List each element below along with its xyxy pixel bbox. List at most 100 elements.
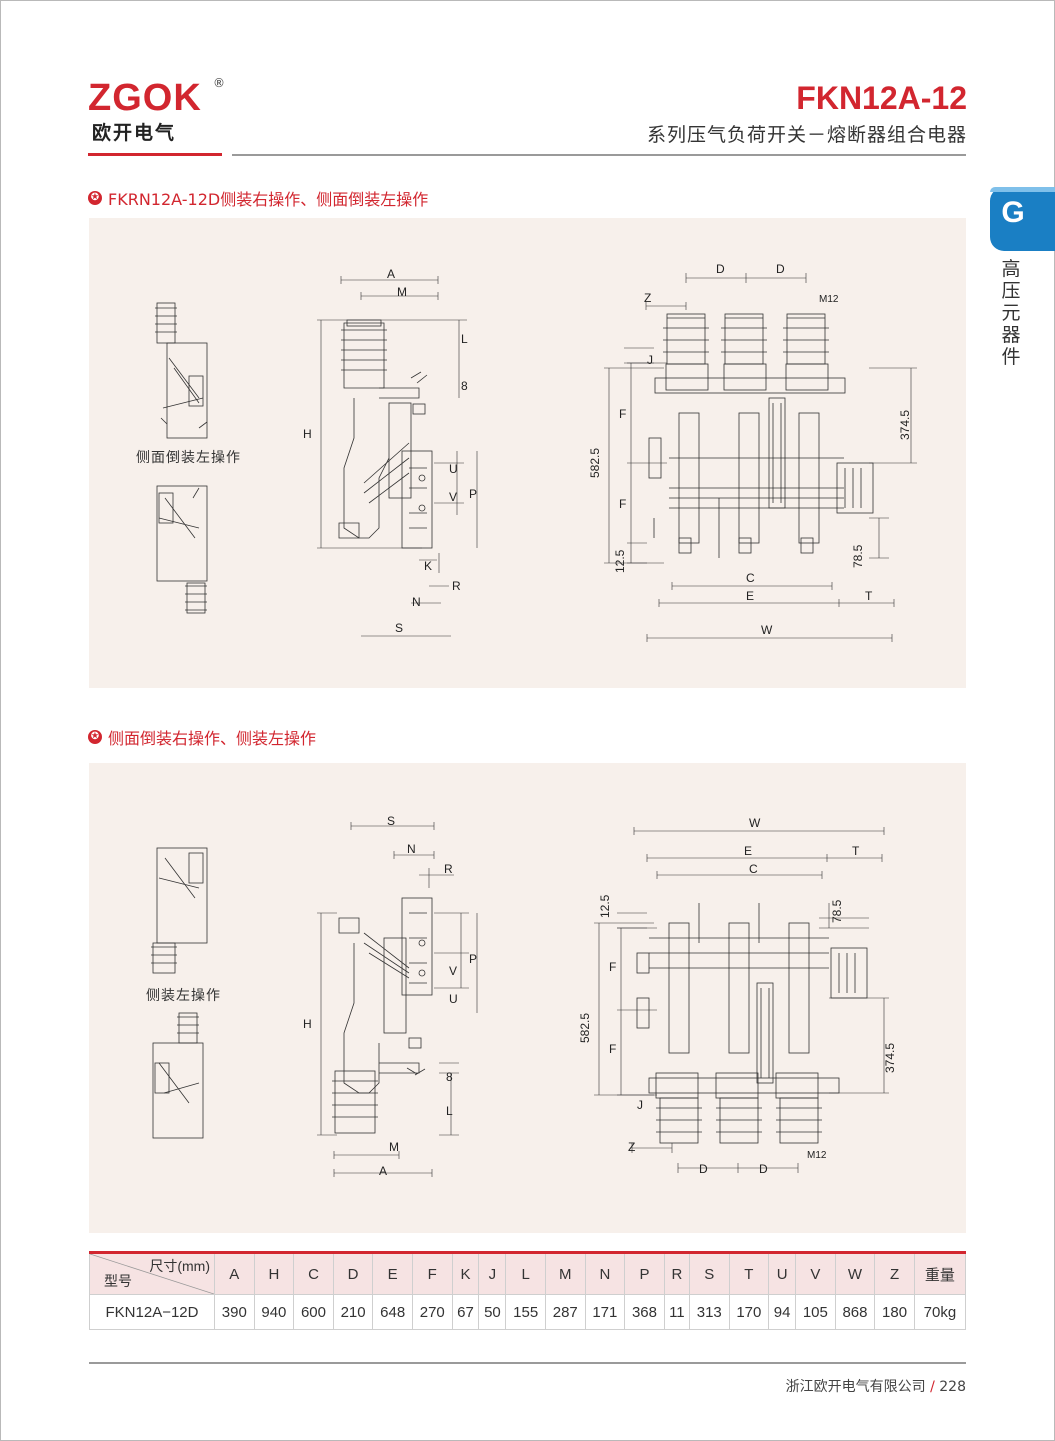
dim-label-12-5: 12.5 bbox=[598, 894, 612, 918]
iso-view-side-left bbox=[151, 847, 208, 974]
table-cell: 155 bbox=[505, 1294, 546, 1330]
technical-drawing-2: S N R V U P H 8 L M A bbox=[151, 814, 897, 1178]
unit-label: 尺寸(mm) bbox=[149, 1258, 210, 1274]
dim-label-C: C bbox=[749, 862, 758, 876]
col-header: 重量 bbox=[913, 1253, 967, 1295]
insulator-right bbox=[783, 313, 829, 391]
header-rule bbox=[232, 154, 966, 156]
table-cell: 313 bbox=[688, 1294, 730, 1330]
table-cell: 390 bbox=[214, 1294, 255, 1330]
dim-label-A: A bbox=[387, 267, 395, 281]
section1-title: ✪ FKRN12A-12D侧装右操作、侧面倒装左操作 bbox=[88, 186, 428, 210]
brand-logo: ZGOK ® 欧开电气 bbox=[88, 76, 238, 158]
col-header: C bbox=[293, 1253, 334, 1295]
dim-label-Z: Z bbox=[644, 291, 651, 305]
dim-label-D-1: D bbox=[699, 1162, 708, 1176]
front-view-2 bbox=[636, 903, 868, 1144]
dim-label-E: E bbox=[744, 844, 752, 858]
table-cell: 170 bbox=[728, 1294, 770, 1330]
page-number: 228 bbox=[939, 1379, 966, 1395]
dim-label-8: 8 bbox=[446, 1070, 453, 1084]
side-view-2 bbox=[332, 897, 433, 1134]
table-top-rule bbox=[89, 1251, 966, 1254]
table-cell: 94 bbox=[768, 1294, 797, 1330]
dim-label-F-1: F bbox=[609, 960, 616, 974]
dim-label-V: V bbox=[449, 964, 457, 978]
drawing-panel-1: A M L 8 H U V P K R N S bbox=[89, 218, 966, 688]
dim-label-374-5: 374.5 bbox=[898, 410, 912, 440]
table-cell: 180 bbox=[874, 1294, 915, 1330]
dim-label-L: L bbox=[446, 1104, 453, 1118]
dim-label-N: N bbox=[407, 842, 416, 856]
table-cell: 940 bbox=[253, 1294, 295, 1330]
chapter-label: 高压元器件 bbox=[1001, 258, 1021, 368]
dim-label-D-2: D bbox=[759, 1162, 768, 1176]
col-header: F bbox=[411, 1253, 453, 1295]
dim-label-N: N bbox=[412, 595, 421, 609]
col-header: V bbox=[795, 1253, 836, 1295]
dim-label-S: S bbox=[387, 814, 395, 828]
page-footer: 浙江欧开电气有限公司 / 228 bbox=[786, 1376, 966, 1396]
chapter-letter: G bbox=[1001, 196, 1025, 229]
dim-label-M12: M12 bbox=[807, 1150, 827, 1161]
model-label: 型号 bbox=[104, 1273, 132, 1289]
footer-company: 浙江欧开电气有限公司 bbox=[785, 1379, 926, 1395]
dim-label-A: A bbox=[379, 1164, 387, 1178]
table-cell: 105 bbox=[795, 1294, 836, 1330]
col-header: Z bbox=[874, 1253, 915, 1295]
dim-label-M12: M12 bbox=[819, 294, 839, 305]
front-view-1 bbox=[648, 313, 874, 558]
page-subtitle: 系列压气负荷开关－熔断器组合电器 bbox=[646, 124, 967, 146]
dim-label-R: R bbox=[444, 862, 453, 876]
dim-label-12-5: 12.5 bbox=[613, 549, 627, 573]
col-header: H bbox=[253, 1253, 295, 1295]
col-header: J bbox=[478, 1253, 507, 1295]
dim-label-W: W bbox=[749, 816, 761, 830]
dim-label-P: P bbox=[469, 487, 477, 501]
spec-header-corner: 尺寸(mm) 型号 bbox=[89, 1253, 215, 1295]
brand-name: ZGOK bbox=[88, 77, 202, 119]
col-header: S bbox=[688, 1253, 730, 1295]
col-header: L bbox=[505, 1253, 546, 1295]
dim-label-K: K bbox=[424, 559, 432, 573]
table-cell: 368 bbox=[624, 1294, 665, 1330]
dim-label-C: C bbox=[746, 571, 755, 585]
header-rule-accent bbox=[88, 153, 222, 156]
dim-label-8: 8 bbox=[461, 379, 468, 393]
dim-label-J: J bbox=[647, 353, 653, 367]
col-header: M bbox=[544, 1253, 586, 1295]
dim-label-U: U bbox=[449, 992, 458, 1006]
col-header: D bbox=[332, 1253, 374, 1295]
dim-label-E: E bbox=[746, 589, 754, 603]
table-cell: 868 bbox=[834, 1294, 876, 1330]
table-cell: 11 bbox=[663, 1294, 690, 1330]
front-view-2-dimensions bbox=[594, 827, 889, 1173]
dim-label-J: J bbox=[637, 1098, 643, 1112]
footer-separator: / bbox=[930, 1379, 935, 1395]
footer-rule bbox=[89, 1362, 966, 1364]
col-header: P bbox=[624, 1253, 665, 1295]
insulator-middle bbox=[721, 313, 767, 391]
dim-label-H: H bbox=[303, 427, 312, 441]
col-header: N bbox=[584, 1253, 626, 1295]
registered-mark: ® bbox=[213, 76, 225, 90]
spec-table: 尺寸(mm) 型号 A H C D E F K J L M N P R S T … bbox=[89, 1253, 967, 1330]
table-cell: 67 bbox=[451, 1294, 480, 1330]
star-bullet-icon: ✪ bbox=[88, 191, 102, 205]
col-header: T bbox=[728, 1253, 770, 1295]
dim-label-F-2: F bbox=[619, 497, 626, 511]
dim-label-78-5: 78.5 bbox=[851, 544, 865, 568]
col-header: E bbox=[372, 1253, 413, 1295]
iso-view-side-left-2 bbox=[152, 1012, 204, 1139]
technical-drawing-1: A M L 8 H U V P K R N S bbox=[155, 262, 917, 642]
table-cell: 270 bbox=[411, 1294, 453, 1330]
col-header: W bbox=[834, 1253, 876, 1295]
col-header: U bbox=[768, 1253, 797, 1295]
table-row: FKN12A−12D 390 940 600 210 648 270 67 50… bbox=[89, 1294, 967, 1330]
row-model: FKN12A−12D bbox=[89, 1294, 215, 1330]
drawing-panel-2: S N R V U P H 8 L M A bbox=[89, 763, 966, 1233]
col-header: A bbox=[214, 1253, 255, 1295]
dim-label-P: P bbox=[469, 952, 477, 966]
table-cell: 287 bbox=[544, 1294, 586, 1330]
star-bullet-icon: ✪ bbox=[88, 730, 102, 744]
